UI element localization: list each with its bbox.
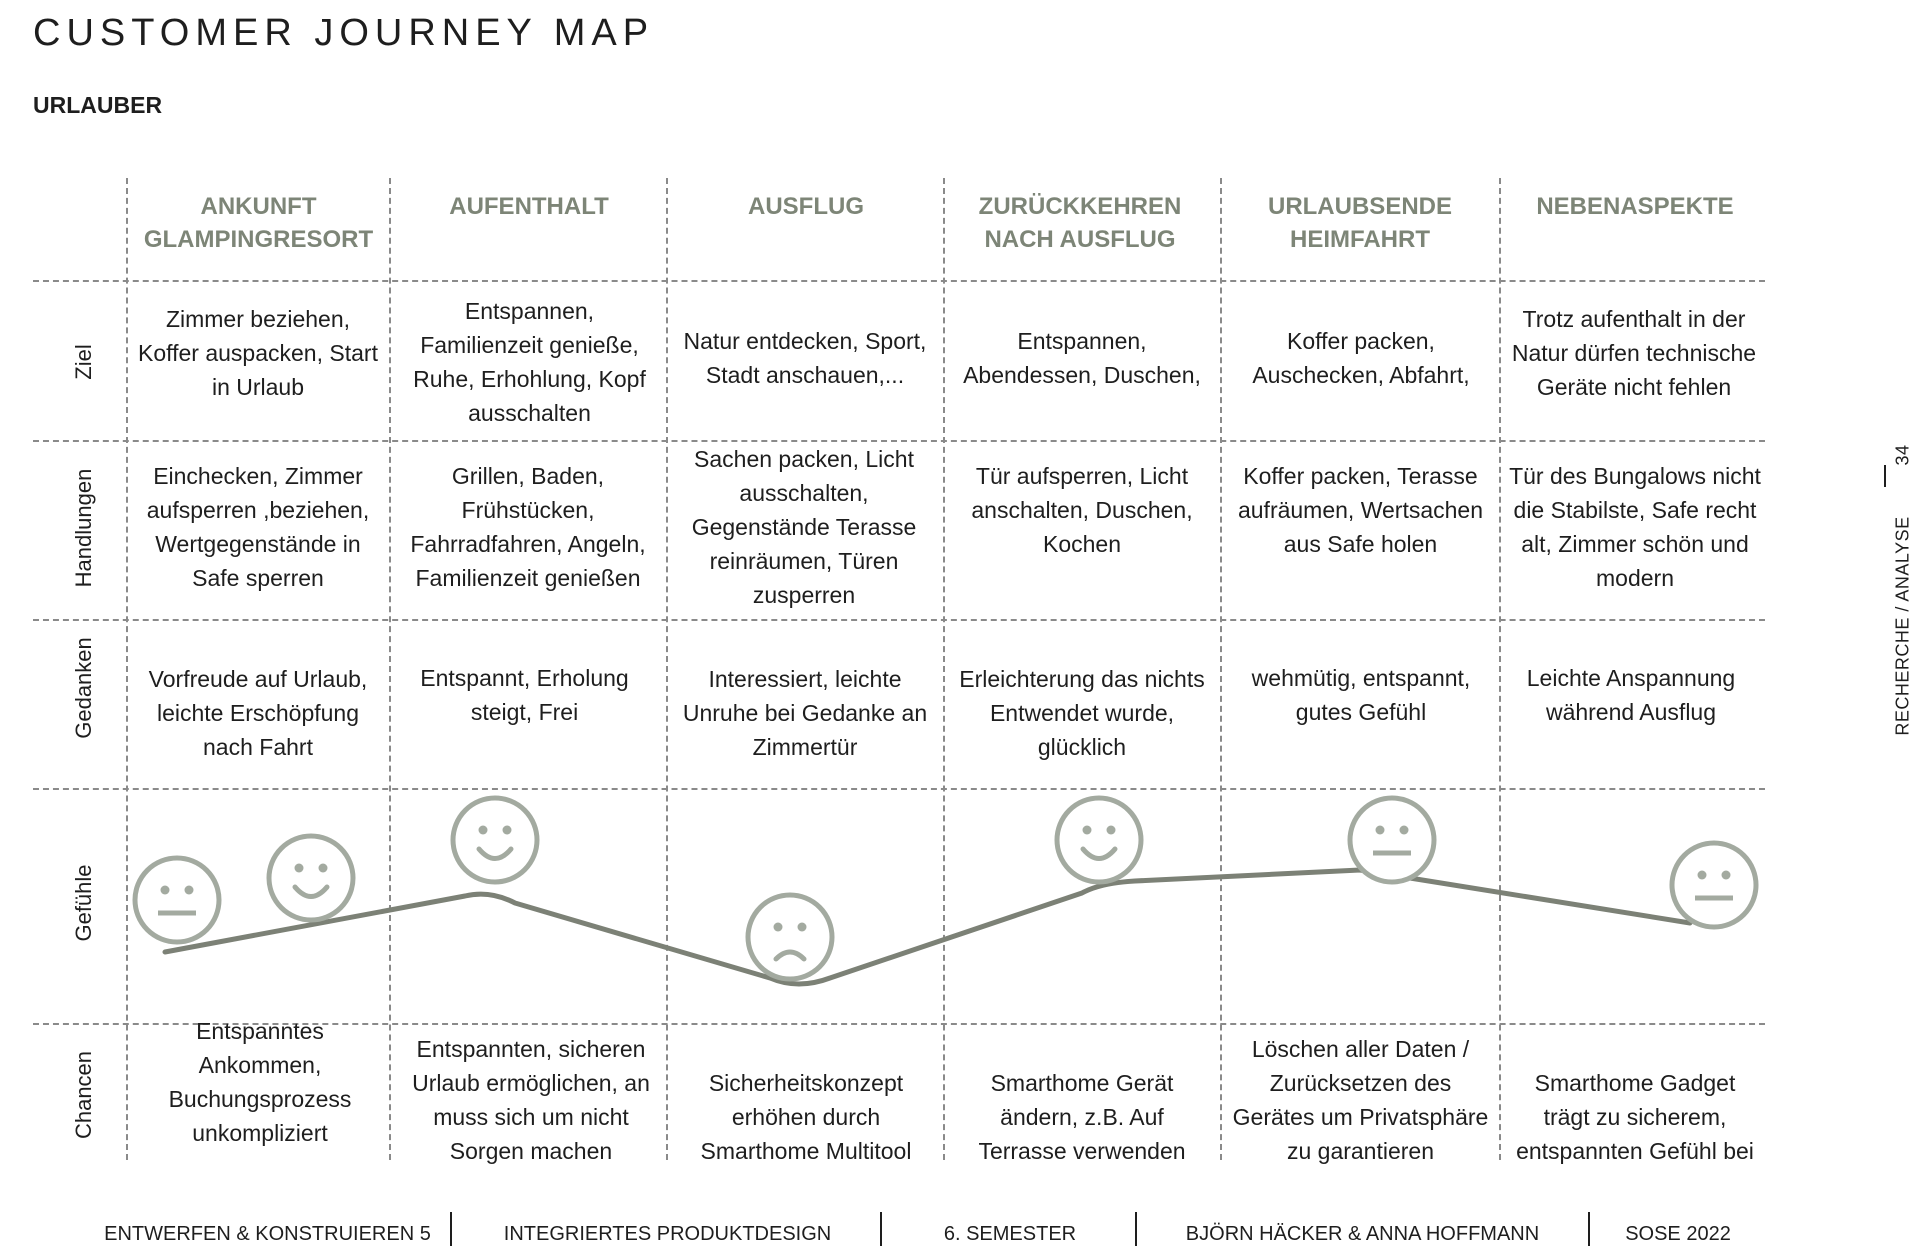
page-number: 34 <box>1892 444 1913 466</box>
grid-hline <box>33 280 1765 282</box>
footer-semester: 6. SEMESTER <box>943 1222 1077 1245</box>
section-label: RECHERCHE / ANALYSE <box>1892 516 1913 736</box>
footer-term: SOSE 2022 <box>1625 1222 1731 1245</box>
chancen-cell: Löschen aller Daten / Zurücksetzen des G… <box>1232 1036 1489 1164</box>
column-header-ausflug: AUSFLUG <box>748 193 864 220</box>
ziel-cell: Entspannen, Familienzeit genieße, Ruhe, … <box>413 298 646 426</box>
sad-face-icon <box>745 892 835 982</box>
footer-program: INTEGRIERTES PRODUKTDESIGN <box>503 1222 832 1245</box>
ziel-cell: Trotz aufenthalt in der Natur dürfen tec… <box>1511 306 1757 400</box>
handlungen-cell: Tür aufsperren, Licht anschalten, Dusche… <box>971 462 1193 557</box>
column-header-ankunft: ANKUNFT GLAMPINGRESORT <box>143 193 374 253</box>
gedanken-cell: Erleichterung das nichts Entwendet wurde… <box>959 665 1205 760</box>
footer-separator <box>1588 1212 1590 1246</box>
footer-course: ENTWERFEN & KONSTRUIEREN 5 <box>104 1222 431 1245</box>
chancen-cell: Smarthome Gadget trägt zu sicherem, ents… <box>1516 1070 1754 1164</box>
grid-vline <box>666 178 668 1160</box>
handlungen-cell: Tür des Bungalows nicht die Stabilste, S… <box>1509 463 1761 591</box>
ziel-cell: Natur entdecken, Sport, Stadt anschauen,… <box>683 328 927 388</box>
column-header-nebenaspekte: NEBENASPEKTE <box>1536 193 1734 220</box>
chancen-cell: Sicherheitskonzept erhöhen durch Smartho… <box>700 1070 912 1164</box>
grid-vline <box>389 178 391 1160</box>
gedanken-cell: wehmütig, entspannt, gutes Gefühl <box>1251 665 1471 725</box>
footer-separator <box>450 1212 452 1246</box>
grid-hline <box>33 1023 1765 1025</box>
handlungen-cell: Grillen, Baden, Frühstücken, Fahrradfahr… <box>410 463 646 591</box>
gedanken-cell: Entspannt, Erholung steigt, Frei <box>420 665 629 725</box>
neutral-face-icon <box>132 855 222 945</box>
gedanken-cell: Interessiert, leichte Unruhe bei Gedanke… <box>682 665 928 760</box>
persona-subtitle: URLAUBER <box>33 92 163 118</box>
ziel-cell: Zimmer beziehen, Koffer auspacken, Start… <box>138 306 378 400</box>
gedanken-cell: Leichte Anspannung während Ausflug <box>1526 665 1736 725</box>
footer-separator <box>1135 1212 1137 1246</box>
ziel-cell: Koffer packen, Auschecken, Abfahrt, <box>1252 328 1470 388</box>
grid-vline <box>943 178 945 1160</box>
column-header-urlaubsende: URLAUBSENDE HEIMFAHRT <box>1267 193 1452 253</box>
footer-separator <box>880 1212 882 1246</box>
chancen-cell: Smarthome Gerät ändern, z.B. Auf Terrass… <box>978 1070 1186 1164</box>
grid-vline <box>1220 178 1222 1160</box>
grid-vline <box>126 178 128 1160</box>
column-header-aufenthalt: AUFENTHALT <box>449 193 609 220</box>
page-title: CUSTOMER JOURNEY MAP <box>33 12 655 54</box>
neutral-face-icon <box>1669 840 1759 930</box>
grid-hline <box>33 788 1765 790</box>
footer-authors: BJÖRN HÄCKER & ANNA HOFFMANN <box>1185 1222 1540 1245</box>
happy-face-icon <box>450 795 540 885</box>
grid-hline <box>33 440 1765 442</box>
happy-face-icon <box>266 833 356 923</box>
side-divider <box>1884 465 1886 487</box>
neutral-face-icon <box>1347 795 1437 885</box>
chancen-cell: Entspannten, sicheren Urlaub ermöglichen… <box>412 1036 650 1164</box>
ziel-cell: Entspannen, Abendessen, Duschen, <box>963 328 1201 388</box>
handlungen-cell: Koffer packen, Terasse aufräumen, Wertsa… <box>1237 462 1484 557</box>
happy-face-icon <box>1054 795 1144 885</box>
handlungen-cell: Einchecken, Zimmer aufsperren ,beziehen,… <box>146 463 370 591</box>
gedanken-cell: Vorfreude auf Urlaub, leichte Erschöpfun… <box>148 665 368 760</box>
emotion-curve <box>162 867 1693 987</box>
column-header-zurueckkehren: ZURÜCKKEHREN NACH AUSFLUG <box>978 193 1182 253</box>
grid-vline <box>1499 178 1501 1160</box>
grid-hline <box>33 619 1765 621</box>
